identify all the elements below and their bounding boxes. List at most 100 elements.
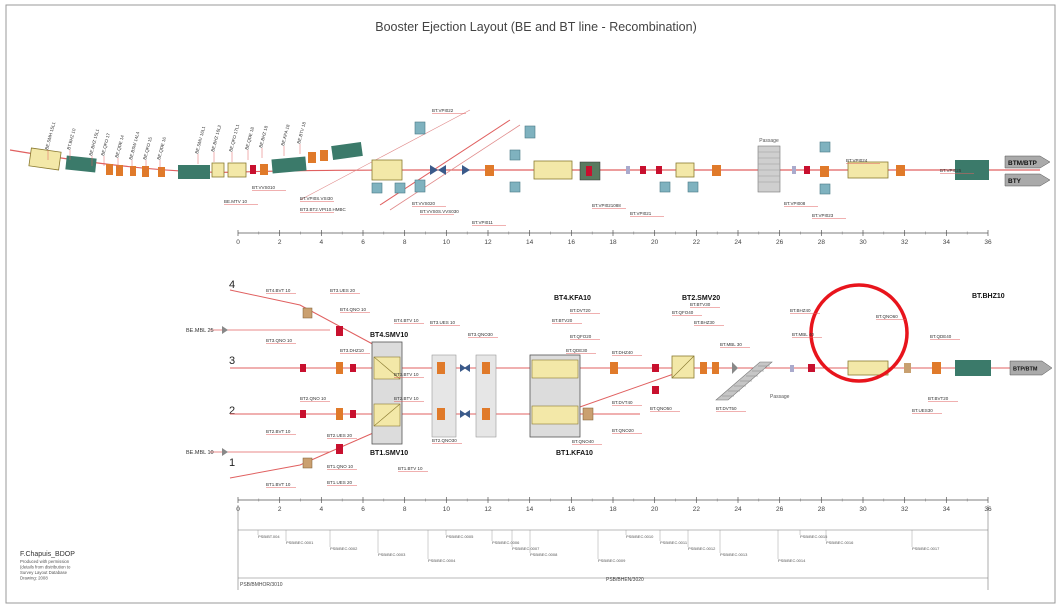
top-exit-label-1: BTM/BTP bbox=[1008, 160, 1038, 167]
input-marker-b bbox=[222, 448, 228, 456]
sector-label: PSB/BEC.0009 bbox=[598, 558, 626, 563]
element-label: BT.QNO50 bbox=[650, 406, 672, 411]
top-diag-label-line bbox=[299, 109, 471, 201]
axis-tick-label: 22 bbox=[693, 506, 701, 513]
axis-tick-label: 36 bbox=[984, 239, 992, 246]
axis-tick-label: 6 bbox=[361, 506, 365, 513]
axis-tick-label: 24 bbox=[734, 239, 742, 246]
top-kicker bbox=[533, 160, 573, 180]
axis-tick-label: 30 bbox=[859, 239, 867, 246]
top-hlabel: BT3.BT2.VPI10.HMBC bbox=[300, 207, 347, 212]
top-hlabel: BT.VPI024 bbox=[846, 158, 868, 163]
sector-label: PSB/BEC.0008 bbox=[530, 552, 558, 557]
top-quad-a bbox=[260, 164, 268, 175]
credits-line: (details from distribution to bbox=[20, 565, 71, 570]
element-label: BT1.BTV 10 bbox=[398, 466, 423, 471]
top-monitor-3 bbox=[414, 121, 426, 135]
element-label: BT.DVT40 bbox=[612, 400, 633, 405]
element-label: BT.DVT20 bbox=[570, 308, 591, 313]
top-monitor-7 bbox=[524, 125, 536, 139]
element-label: BT.BTV30 bbox=[690, 302, 711, 307]
top-monitor-9 bbox=[687, 181, 699, 193]
bottom-exit-arrow bbox=[1009, 360, 1053, 376]
axis-tick-label: 16 bbox=[568, 239, 576, 246]
top-monitor-1 bbox=[371, 182, 383, 194]
top-monitor-4 bbox=[414, 179, 426, 193]
sector-reference-axis: PSB/BT.004PSB/BEC.0001PSB/BEC.0002PSB/BE… bbox=[237, 505, 989, 590]
top-vlabel: BE.SMV 16L1 bbox=[194, 125, 206, 154]
top-hlabel: BT.VPI021 bbox=[630, 211, 652, 216]
line4-dipole bbox=[302, 307, 313, 319]
smv10-lower-diag bbox=[373, 403, 401, 427]
top-dipole-2 bbox=[211, 162, 225, 178]
top-vlabel: BE.BHZ 15L1 bbox=[88, 128, 100, 156]
sector-ref-right: PSB/BHEN/3020 bbox=[606, 577, 644, 583]
element-label: BT.DVT50 bbox=[716, 406, 737, 411]
axis-tick-label: 12 bbox=[484, 239, 492, 246]
input-label-10: BE.MBL 10 bbox=[186, 450, 214, 456]
bold-element-label: BT1.SMV10 bbox=[370, 450, 408, 457]
line-number-1: 1 bbox=[229, 457, 235, 469]
axis-tick-label: 28 bbox=[818, 239, 826, 246]
sector-label: PSB/BEC.0012 bbox=[688, 546, 716, 551]
axis-tick-label: 10 bbox=[443, 506, 451, 513]
axis-tick-label: 2 bbox=[278, 506, 282, 513]
sector-label: PSB/BEC.0003 bbox=[378, 552, 406, 557]
element-label: BT1.QNO 10 bbox=[327, 464, 354, 469]
sector-label: PSB/BEC.0010 bbox=[626, 534, 654, 539]
axis-tick-label: 26 bbox=[776, 506, 784, 513]
credits-block: F.Chapuis_BDOP Produced with permission(… bbox=[20, 551, 75, 581]
top-hlabel: BT.VPI023 bbox=[812, 213, 834, 218]
downstream-elements bbox=[790, 360, 941, 376]
element-label: BT2.QNO 10 bbox=[300, 396, 327, 401]
element-label: BT3.BTV 10 bbox=[394, 372, 419, 377]
top-hlabel: BT.VPI025 bbox=[940, 168, 962, 173]
credits-lines: Produced with permission(details from di… bbox=[20, 559, 71, 581]
element-label: BT.QDE40 bbox=[930, 334, 952, 339]
beam-line-1 bbox=[229, 429, 381, 479]
element-label: BT3.UES 10 bbox=[430, 320, 456, 325]
axis-tick-label: 8 bbox=[403, 239, 407, 246]
top-valves-1 bbox=[430, 165, 470, 175]
input-label-25: BE.MBL 25 bbox=[186, 328, 214, 334]
top-dump-core bbox=[586, 166, 592, 176]
top-teal-3 bbox=[271, 156, 307, 174]
axis-tick-label: 32 bbox=[901, 506, 909, 513]
bold-element-label: BT4.KFA10 bbox=[554, 295, 591, 302]
axis-tick-label: 16 bbox=[568, 506, 576, 513]
bold-element-label: BT4.SMV10 bbox=[370, 332, 408, 339]
bold-element-label: BT1.KFA10 bbox=[556, 450, 593, 457]
axis-tick-label: 24 bbox=[734, 506, 742, 513]
top-passage-label: Passage bbox=[759, 138, 779, 144]
axis-tick-label: 32 bbox=[901, 239, 909, 246]
axis-tick-label: 0 bbox=[236, 239, 240, 246]
sector-label: PSB/BEC.0005 bbox=[446, 534, 474, 539]
entry-red-markers bbox=[300, 326, 356, 454]
axis-tick-label: 34 bbox=[943, 239, 951, 246]
top-teal-exit bbox=[955, 160, 989, 180]
smv10-upper-diag bbox=[373, 356, 401, 380]
line-number-3: 3 bbox=[229, 355, 235, 367]
element-label: BT2.QNO30 bbox=[432, 438, 457, 443]
line-number-2: 2 bbox=[229, 405, 235, 417]
element-label: BT.UES30 bbox=[912, 408, 933, 413]
element-label: BT4.QNO 10 bbox=[340, 307, 367, 312]
top-hlabel: BT.VPI021088 bbox=[592, 203, 621, 208]
axis-tick-label: 34 bbox=[943, 506, 951, 513]
bottom-passage-hatch bbox=[722, 365, 770, 397]
top-hlabel: BT.VPI011 bbox=[472, 220, 493, 225]
drawing-title: Booster Ejection Layout (BE and BT line … bbox=[375, 20, 696, 34]
sector-label: PSB/BEC.0015 bbox=[800, 534, 828, 539]
top-hlabel: BT.VVS020 bbox=[412, 201, 436, 206]
dump-marker bbox=[732, 362, 738, 374]
drawing-frame bbox=[5, 4, 1056, 604]
top-septum bbox=[371, 159, 403, 181]
element-label: BT.QFO20 bbox=[570, 334, 592, 339]
top-teal-2 bbox=[178, 165, 210, 179]
